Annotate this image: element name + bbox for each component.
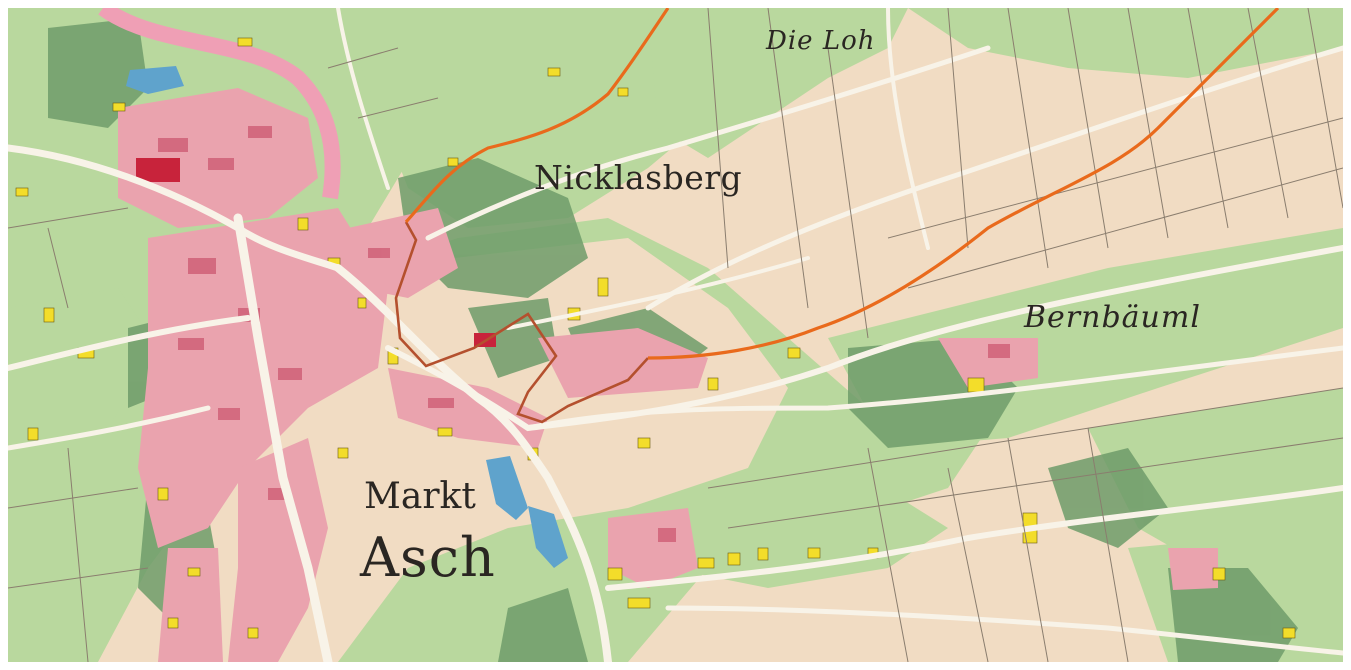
yellow-buildings — [15, 37, 1296, 639]
pink-river-band — [98, 8, 341, 200]
red-boundary-line — [394, 221, 649, 424]
parcel-lines — [8, 8, 1343, 662]
cadastral-map-graphic — [8, 8, 1343, 662]
road-network — [8, 8, 1343, 662]
water-bodies — [126, 66, 568, 568]
orange-boundary-line — [404, 8, 1280, 360]
map-canvas[interactable]: Nicklasberg Markt Asch Die Loh Bernbäuml — [8, 8, 1343, 662]
